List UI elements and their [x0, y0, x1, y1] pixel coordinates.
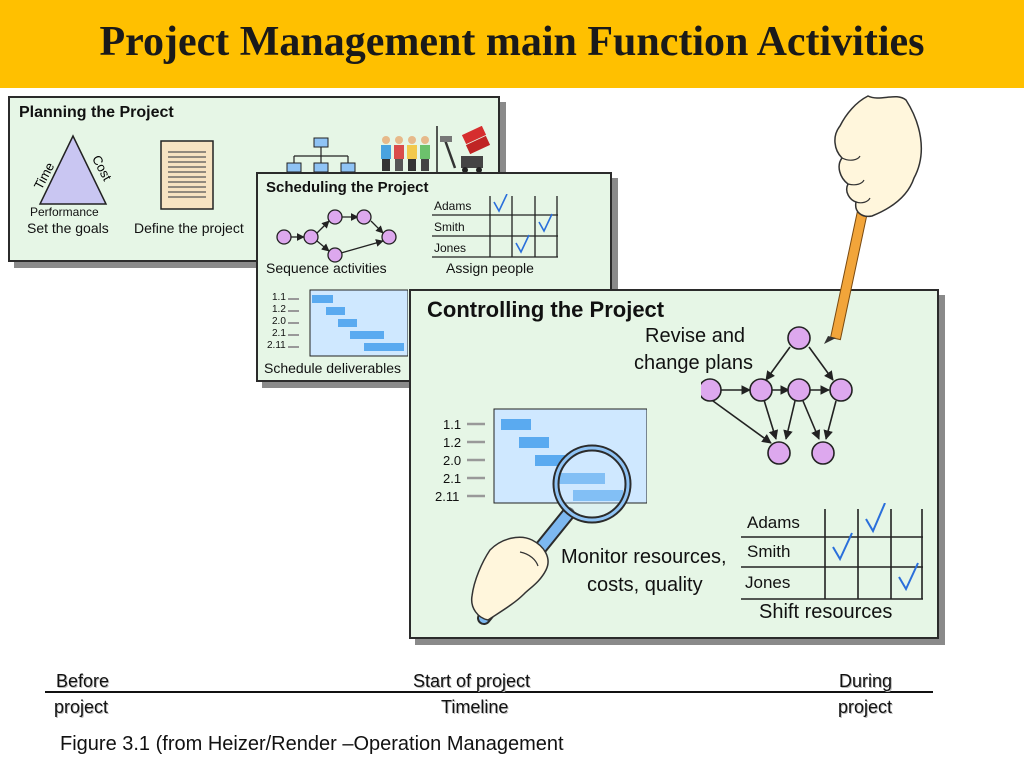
document-icon — [160, 140, 214, 210]
controlling-title: Controlling the Project — [427, 297, 665, 322]
ctrl-code-2: 1.2 — [443, 435, 462, 450]
people-icon — [381, 136, 430, 171]
ctrl-code-4: 2.1 — [443, 471, 462, 486]
timeline-before-line2: project — [54, 697, 109, 717]
figure-caption: Figure 3.1 (from Heizer/Render –Operatio… — [60, 733, 564, 755]
schedule-deliverables-label: Schedule deliverables — [264, 360, 401, 376]
timeline-before-line1: Before — [56, 671, 110, 691]
ctrl-code-5: 2.11 — [435, 489, 460, 504]
shift-name-jones: Jones — [745, 573, 791, 592]
shift-resources-label: Shift resources — [759, 601, 893, 623]
revise-label-line2: change plans — [634, 352, 753, 374]
timeline-during-line1: During — [839, 671, 893, 691]
set-goals-label: Set the goals — [27, 220, 109, 236]
ctrl-code-3: 2.0 — [443, 453, 462, 468]
sequence-network — [276, 209, 397, 263]
sequence-activities-label: Sequence activities — [266, 260, 387, 276]
timeline-start-line2: Timeline — [441, 697, 509, 717]
timeline-during-line2: project — [838, 697, 893, 717]
plan-network — [701, 326, 853, 465]
assign-name-jones: Jones — [434, 241, 467, 255]
sched-code-3: 2.0 — [272, 316, 286, 327]
assign-name-smith: Smith — [434, 220, 465, 234]
sched-code-1: 1.1 — [272, 292, 286, 303]
schedule-gantt — [288, 289, 408, 357]
assign-people-grid — [432, 194, 558, 258]
revise-label-line1: Revise and — [645, 325, 746, 347]
sched-code-5: 2.11 — [267, 340, 286, 351]
hand-pencil-illustration — [824, 95, 923, 344]
scheduling-title: Scheduling the Project — [266, 179, 429, 196]
org-chart-icon — [286, 137, 356, 173]
tools-icon — [436, 126, 491, 174]
monitor-label-line1: Monitor resources, — [561, 546, 727, 568]
shift-resources-grid — [741, 503, 923, 600]
magnifier-illustration — [470, 444, 632, 625]
triangle-performance-label: Performance — [30, 205, 99, 219]
shift-name-adams: Adams — [747, 513, 800, 532]
monitor-label-line2: costs, quality — [587, 574, 703, 596]
ctrl-code-1: 1.1 — [443, 417, 462, 432]
planning-title: Planning the Project — [19, 104, 174, 121]
timeline-start-line1: Start of project — [413, 671, 531, 691]
triangle-icon: Time Cost — [31, 134, 115, 205]
assign-people-label: Assign people — [446, 260, 534, 276]
sched-code-2: 1.2 — [272, 304, 286, 315]
page-title: Project Management main Function Activit… — [99, 19, 925, 65]
define-project-label: Define the project — [134, 220, 244, 236]
shift-name-smith: Smith — [747, 542, 791, 561]
timeline-axis — [45, 691, 933, 693]
sched-code-4: 2.1 — [272, 328, 286, 339]
assign-name-adams: Adams — [434, 199, 472, 213]
title-bar: Project Management main Function Activit… — [0, 0, 1024, 88]
